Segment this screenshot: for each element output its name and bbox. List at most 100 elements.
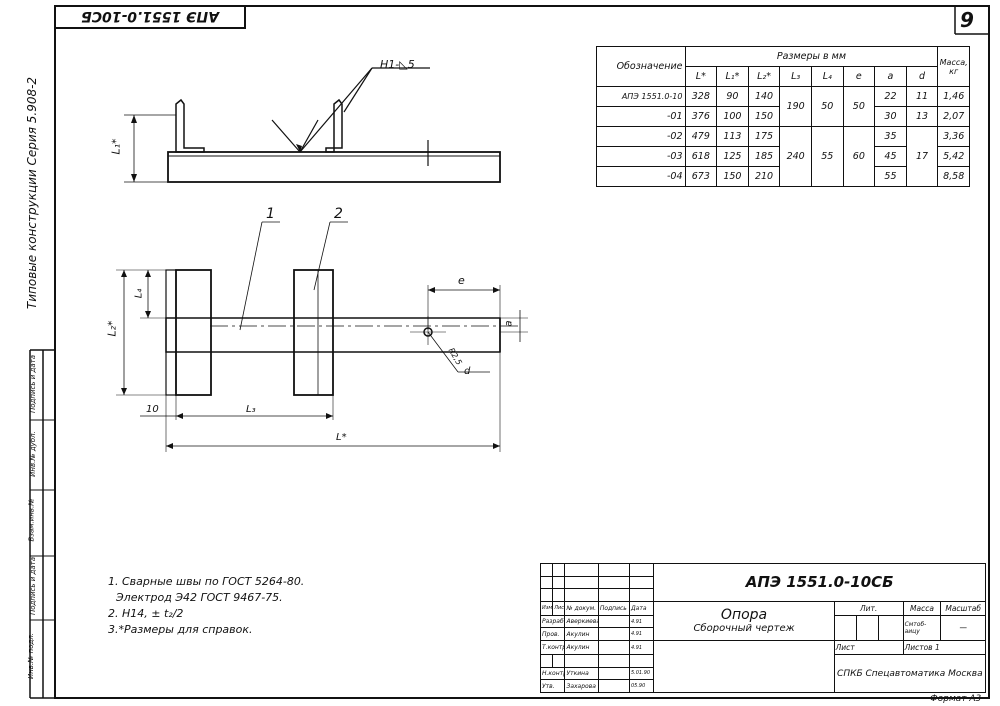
cell: 55 bbox=[874, 166, 907, 187]
dim-a: a bbox=[503, 320, 515, 327]
name-cell: Захарова bbox=[564, 679, 599, 693]
cell: 479 bbox=[684, 126, 718, 147]
cell: 673 bbox=[684, 166, 718, 187]
role-cell: Н.контр. bbox=[539, 666, 566, 681]
elevation-view bbox=[124, 67, 501, 183]
table-row: -03 618 125 185 45 5,42 bbox=[596, 146, 970, 167]
table-row: -02 479 113 175 240 55 60 35 17 3,36 bbox=[596, 126, 970, 187]
role-cell: Утв. bbox=[539, 679, 566, 693]
dim-d: d bbox=[464, 366, 471, 377]
cell: 185 bbox=[747, 146, 781, 167]
cell: 35 bbox=[874, 126, 907, 147]
cell: 328 bbox=[684, 86, 718, 107]
cell: 8,58 bbox=[937, 166, 970, 187]
lit-label: Лит. bbox=[833, 600, 904, 616]
col-mass: Масса, кг bbox=[937, 46, 970, 87]
col-a: a bbox=[874, 66, 907, 87]
side-stamp-inv: Инв.№ подл. bbox=[27, 632, 36, 680]
table-row: -04 673 150 210 55 8,58 bbox=[596, 166, 970, 187]
cell: 30 bbox=[874, 106, 907, 127]
cell: -04 bbox=[596, 166, 686, 187]
cell: АПЭ 1551.0-10 bbox=[596, 86, 686, 107]
cell: 11 bbox=[905, 86, 939, 107]
note-3: 3.*Размеры для справок. bbox=[108, 623, 253, 636]
cell: 240 bbox=[779, 126, 812, 187]
weld-symbol: Н1-◺5 bbox=[380, 58, 415, 71]
cell: 376 bbox=[684, 106, 718, 127]
org: СПКБ Спецавтоматика Москва bbox=[833, 654, 987, 693]
cell: 60 bbox=[842, 126, 876, 187]
date-cell: 5.01.90 bbox=[628, 666, 655, 681]
cell: 2,07 bbox=[937, 106, 970, 127]
cell: 175 bbox=[747, 126, 781, 147]
cell: 3,36 bbox=[937, 126, 970, 147]
cell: 1,46 bbox=[937, 86, 970, 107]
part-subtitle: Сборочный чертеж bbox=[693, 623, 795, 635]
dim-l2: L₂* bbox=[105, 320, 119, 337]
cell: 618 bbox=[684, 146, 718, 167]
cell: 13 bbox=[905, 106, 939, 127]
cell: 55 bbox=[810, 126, 844, 187]
cell: 100 bbox=[716, 106, 749, 127]
scale-value: — bbox=[940, 614, 986, 642]
head-izm: Изм bbox=[539, 600, 554, 616]
side-stamp-dubl: Инв.№ дубл. bbox=[28, 431, 37, 477]
sheet-number: 9 bbox=[960, 8, 974, 32]
head-doc: № докум. bbox=[564, 600, 599, 616]
doc-code: АПЭ 1551.0-10СБ bbox=[653, 563, 986, 602]
date-cell: 4.91 bbox=[628, 640, 655, 656]
note-1b: Электрод Э42 ГОСТ 9467-75. bbox=[116, 591, 283, 604]
head-sign: Подпись bbox=[597, 600, 630, 616]
dim-ten: 10 bbox=[146, 404, 159, 415]
plan-view bbox=[116, 221, 528, 452]
cell: 5,42 bbox=[937, 146, 970, 167]
dim-l4: L₄ bbox=[133, 288, 145, 299]
sheet-label: Лист bbox=[833, 640, 904, 656]
cell: 190 bbox=[779, 86, 812, 127]
col-l2: L₂* bbox=[747, 66, 781, 87]
cell: 113 bbox=[716, 126, 749, 147]
note-2: 2. Н14, ± t₂/2 bbox=[108, 607, 184, 620]
sheets-label: Листов 1 bbox=[902, 640, 987, 656]
cell: 45 bbox=[874, 146, 907, 167]
role-cell: Т.контр. bbox=[539, 640, 566, 656]
part-title: Опора bbox=[720, 607, 768, 624]
pos-1: 1 bbox=[266, 206, 275, 222]
side-series-text: Типовые конструкции Серия 5.908-2 bbox=[25, 76, 39, 310]
table-row: -01 376 100 150 30 13 2,07 bbox=[596, 106, 970, 127]
side-stamp-sign1: Подпись и дата bbox=[28, 557, 37, 615]
part-name: Опора Сборочный чертеж bbox=[653, 600, 835, 642]
format-label: Формат А3 bbox=[930, 694, 982, 704]
cell: 22 bbox=[874, 86, 907, 107]
dim-l3: L₃ bbox=[246, 404, 256, 415]
cell: 50 bbox=[842, 86, 876, 127]
name-cell: Акулин bbox=[564, 640, 599, 656]
spec-table: Обозначение Размеры в мм Масса, кг L* L₁… bbox=[596, 46, 970, 187]
name-cell: Акулин bbox=[564, 627, 599, 642]
cell: -02 bbox=[596, 126, 686, 147]
cell: 150 bbox=[716, 166, 749, 187]
name-cell: Аверкиева bbox=[564, 614, 599, 629]
frame bbox=[54, 5, 990, 699]
cell: 50 bbox=[810, 86, 844, 127]
dim-l: L* bbox=[336, 432, 347, 443]
date-cell: 4.91 bbox=[628, 627, 655, 642]
col-designation: Обозначение bbox=[596, 46, 686, 87]
col-l1: L₁* bbox=[716, 66, 749, 87]
role-cell: Разраб. bbox=[539, 614, 566, 629]
stamp-top: АПЭ 1551.0-10СБ bbox=[81, 8, 219, 24]
cell: 140 bbox=[747, 86, 781, 107]
notes: 1. Сварные швы по ГОСТ 5264-80. Электрод… bbox=[108, 574, 304, 638]
col-l3: L₃ bbox=[779, 66, 812, 87]
cell: 125 bbox=[716, 146, 749, 167]
header-group: Размеры в мм bbox=[684, 46, 939, 67]
table-row: АПЭ 1551.0-10 328 90 140 190 50 50 22 11… bbox=[596, 86, 970, 127]
col-l: L* bbox=[684, 66, 718, 87]
cell: -03 bbox=[596, 146, 686, 167]
head-list: Лист bbox=[552, 600, 566, 616]
col-e: e bbox=[842, 66, 876, 87]
mass-value: Смтоб-аицу bbox=[902, 614, 942, 642]
head-date: Дата bbox=[628, 600, 655, 616]
cell: -01 bbox=[596, 106, 686, 127]
cell: 150 bbox=[747, 106, 781, 127]
